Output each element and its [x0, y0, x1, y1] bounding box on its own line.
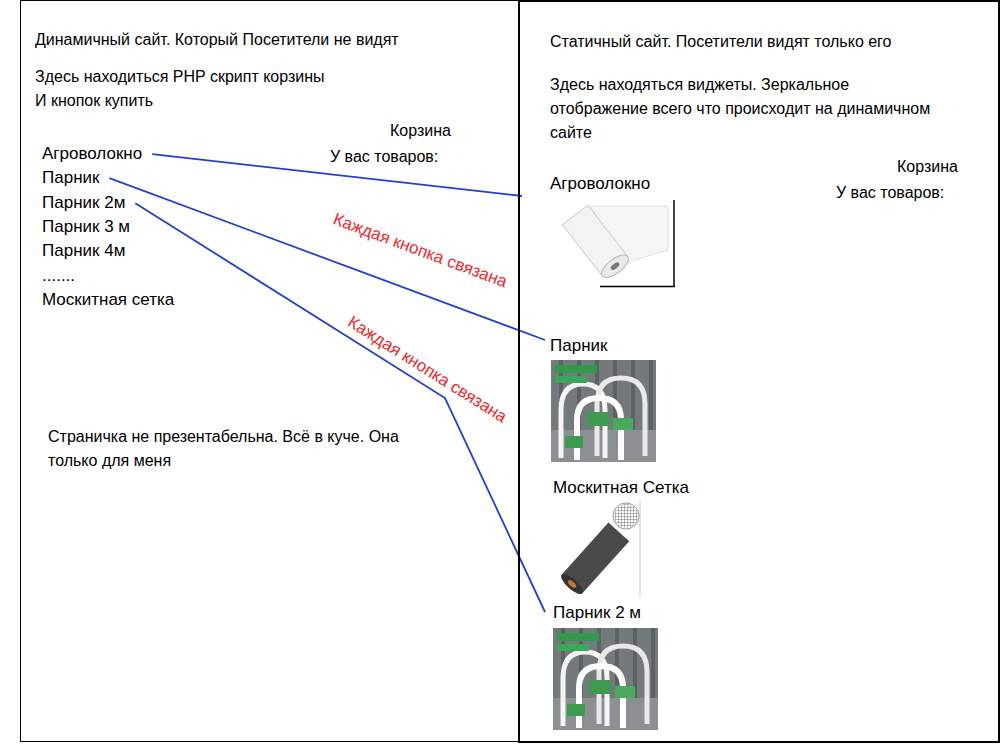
- cart-count: У вас товаров:: [330, 147, 438, 166]
- product-name: Парник 3 м: [42, 217, 130, 237]
- product-name: Парник 2м: [42, 193, 125, 213]
- product-name: Парник 4м: [42, 241, 125, 261]
- widget-title: Агроволокно: [550, 174, 650, 194]
- product-name: Парник: [42, 168, 99, 188]
- product-name: Агроволокно: [42, 144, 142, 164]
- product-widget: Москитная Сетка: [545, 476, 696, 599]
- product-widget: Парник: [545, 334, 660, 464]
- cart-count: У вас товаров:: [836, 183, 944, 202]
- page-panel: АгроволокноПарникМоскитная СеткаПарник 2…: [518, 0, 1000, 743]
- panel-note: Страничка не презентабельна. Всё в куче.…: [48, 425, 403, 473]
- cart-title: Корзина: [390, 121, 451, 140]
- product-widget: Агроволокно: [522, 172, 682, 290]
- panel-title: Динамичный сайт. Который Посетители не в…: [35, 30, 399, 49]
- panel-note: Здесь находиться PHP скрипт корзины И кн…: [35, 65, 333, 113]
- widget-title: Москитная Сетка: [553, 478, 689, 498]
- widget-title: Парник 2 м: [553, 603, 641, 623]
- product-link: Парник 4м: [42, 241, 135, 261]
- product-name: .......: [42, 266, 75, 286]
- link-line: [109, 178, 545, 340]
- product-link: .......: [42, 266, 85, 286]
- panel-note: Здесь находяться виджеты. Зеркальное ото…: [550, 73, 950, 145]
- edge-label: Каждая кнопка связана: [330, 209, 510, 292]
- parnik-picture: [553, 628, 658, 730]
- cart-title: Корзина: [897, 157, 958, 176]
- edge-label: Каждая кнопка связана: [344, 313, 511, 428]
- product-widget: Парник 2 м: [545, 603, 665, 733]
- widget-title: Парник: [550, 336, 607, 356]
- product-name: Москитная сетка: [42, 290, 174, 310]
- product-link: Парник 3 м: [42, 217, 140, 237]
- link-line: [135, 203, 545, 612]
- agrovolokno-picture: [562, 200, 675, 287]
- product-link: Агроволокно: [42, 144, 152, 164]
- parnik-picture: [551, 360, 656, 462]
- panel-title: Статичный сайт. Посетители видят только …: [550, 32, 892, 51]
- product-link: Парник: [42, 168, 109, 188]
- product-link: Москитная сетка: [42, 290, 184, 310]
- product-link: Парник 2м: [42, 193, 135, 213]
- mosquito-net-picture: [556, 500, 640, 597]
